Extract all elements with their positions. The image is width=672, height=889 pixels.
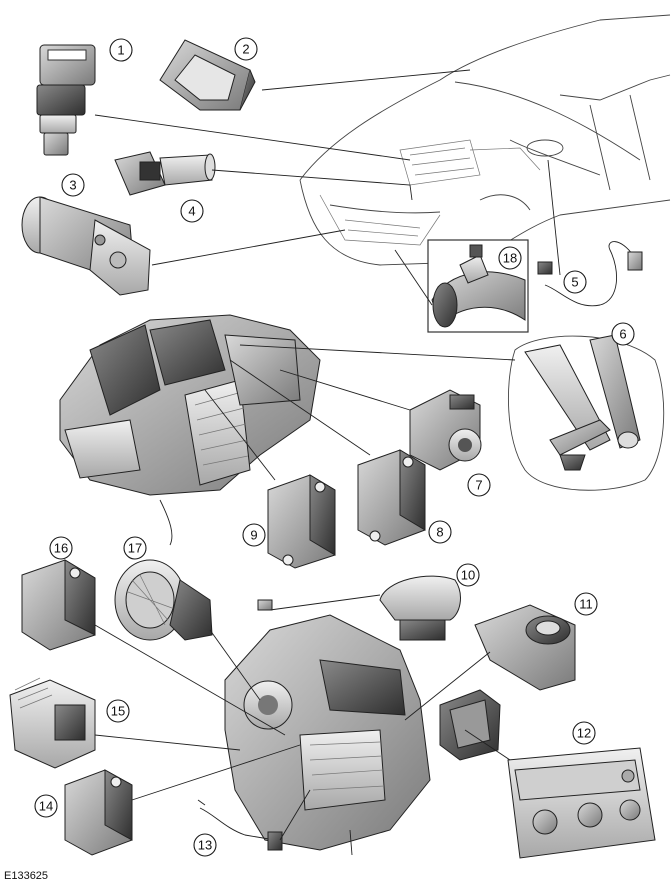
component-14-actuator <box>64 769 133 856</box>
callout-15-label: 15 <box>111 704 125 719</box>
hvac-assembly-upper <box>59 314 321 546</box>
component-10-sensor <box>257 575 461 641</box>
callout-4-label: 4 <box>188 204 195 219</box>
component-11-sensor <box>474 604 576 691</box>
callout-1-label: 1 <box>117 43 124 58</box>
component-16-actuator <box>21 559 96 651</box>
component-13-harness <box>197 799 283 851</box>
component-7-actuator <box>409 389 482 471</box>
callout-2-label: 2 <box>242 42 249 57</box>
callout-18: 18 <box>498 246 522 270</box>
callout-10-label: 10 <box>461 568 475 583</box>
callout-9: 9 <box>242 523 266 547</box>
callout-16: 16 <box>49 536 73 560</box>
component-17-blower <box>114 559 213 641</box>
callout-17-label: 17 <box>128 541 142 556</box>
callout-3: 3 <box>61 173 85 197</box>
callout-7: 7 <box>467 473 491 497</box>
callout-10: 10 <box>456 563 480 587</box>
callout-6: 6 <box>611 322 635 346</box>
callout-4: 4 <box>180 199 204 223</box>
leader-lines <box>94 69 561 841</box>
callout-13-label: 13 <box>198 838 212 853</box>
component-15-resistor <box>9 677 96 769</box>
callout-2: 2 <box>234 37 258 61</box>
callout-5: 5 <box>563 270 587 294</box>
component-9-actuator <box>267 474 336 569</box>
hvac-assembly-lower <box>224 614 431 856</box>
component-2-sensor <box>159 39 256 111</box>
callout-7-label: 7 <box>475 478 482 493</box>
callout-6-label: 6 <box>619 327 626 342</box>
document-id: E133625 <box>4 870 49 882</box>
callout-12: 12 <box>572 721 596 745</box>
callout-14-label: 14 <box>39 799 53 814</box>
component-4-housing <box>114 151 216 196</box>
component-control-module <box>439 689 501 761</box>
component-12-control-panel <box>507 747 656 859</box>
callout-11-label: 11 <box>579 597 593 612</box>
callout-17: 17 <box>123 536 147 560</box>
callout-3-label: 3 <box>69 178 76 193</box>
callout-8: 8 <box>428 520 452 544</box>
component-3-motor <box>21 196 151 296</box>
component-5-harness <box>537 241 643 307</box>
callout-13: 13 <box>193 833 217 857</box>
callout-12-label: 12 <box>577 726 591 741</box>
callout-9-label: 9 <box>250 528 257 543</box>
callout-11: 11 <box>574 592 598 616</box>
component-8-actuator <box>357 449 426 546</box>
callout-14: 14 <box>34 794 58 818</box>
callout-8-label: 8 <box>436 525 443 540</box>
component-6-inset <box>507 334 665 491</box>
callout-18-label: 18 <box>503 251 517 266</box>
callout-1: 1 <box>109 38 133 62</box>
component-1-sensor <box>36 44 96 156</box>
callout-16-label: 16 <box>54 541 68 556</box>
vehicle-outline <box>299 14 671 266</box>
callout-15: 15 <box>106 699 130 723</box>
callout-5-label: 5 <box>571 275 578 290</box>
